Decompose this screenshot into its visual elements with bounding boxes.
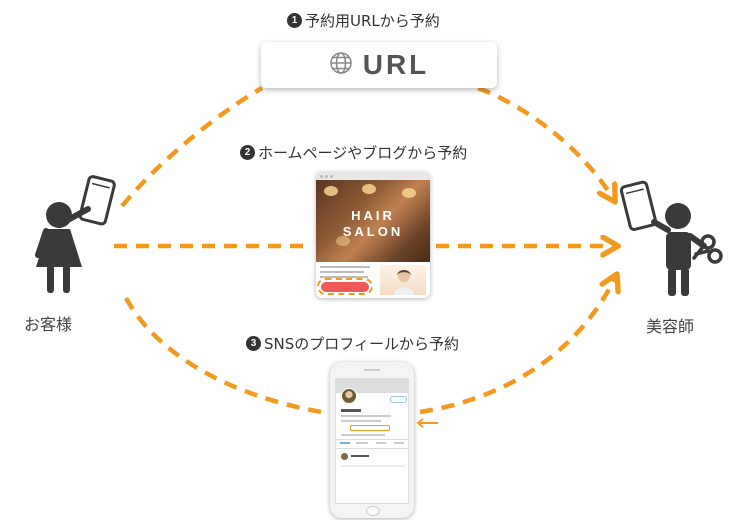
scissors-icon (692, 234, 723, 264)
step-3-label: 3 SNSのプロフィールから予約 (246, 333, 459, 354)
homepage-title-1: HAIR (351, 208, 395, 223)
step-2-label: 2 ホームページやブログから予約 (240, 142, 467, 163)
step-1-label: 1 予約用URLから予約 (287, 10, 440, 31)
arrow-top-right (477, 85, 614, 200)
profile-avatar (341, 388, 357, 404)
profile-link-highlight (350, 425, 390, 431)
home-button (366, 506, 380, 516)
step-3-number: 3 (246, 336, 261, 351)
step-3-text: SNSのプロフィールから予約 (264, 335, 459, 353)
customer-person-icon (20, 175, 130, 304)
reserve-button-highlight (317, 278, 373, 295)
globe-icon (329, 51, 353, 79)
profile-link-arrow (416, 418, 438, 428)
stylist-label: 美容師 (646, 317, 695, 336)
url-box: URL (261, 42, 497, 88)
customer-label: お客様 (24, 315, 73, 334)
url-text: URL (362, 49, 430, 80)
arrow-top-left (120, 86, 264, 208)
step-2-number: 2 (240, 145, 255, 160)
stylist-person-icon (616, 178, 726, 307)
arrow-bottom-right (419, 276, 616, 415)
sns-profile-screen (335, 378, 409, 504)
smartphone-sns-profile (330, 362, 414, 518)
step-2-text: ホームページやブログから予約 (258, 144, 468, 162)
homepage-text-lines (320, 266, 370, 281)
homepage-title-2: SALON (342, 224, 404, 239)
arrow-bottom-left (124, 296, 323, 415)
step-1-number: 1 (287, 13, 302, 28)
reserve-button (321, 282, 369, 292)
browser-bar (316, 172, 430, 180)
stylist-photo (380, 265, 426, 295)
salon-photo: HAIR SALON (316, 180, 430, 262)
step-1-text: 予約用URLから予約 (305, 12, 440, 30)
homepage-preview: HAIR SALON (316, 172, 430, 298)
